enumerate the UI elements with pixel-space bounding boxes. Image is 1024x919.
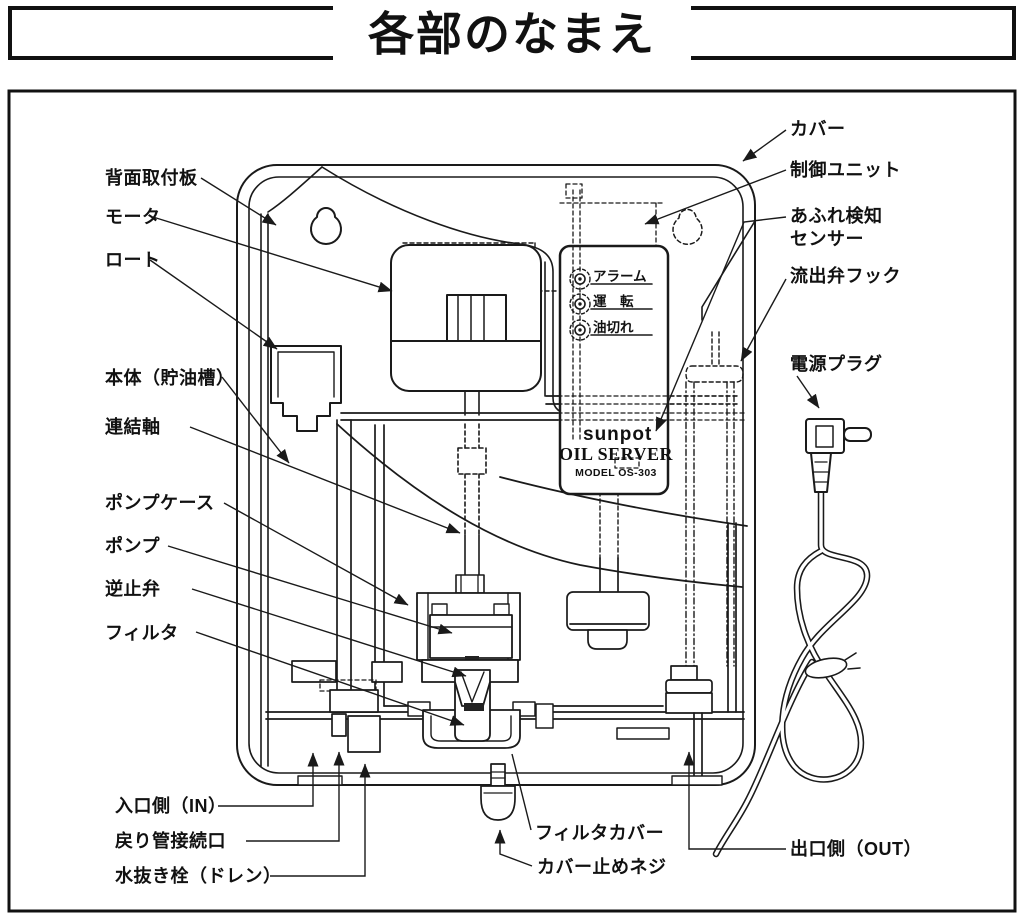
leader-check-valve [191,588,467,678]
panel-texts: アラーム 運 転 油切れ sunpot OIL SERVER MODEL OS-… [559,269,673,479]
leader-drain [270,763,371,877]
label-inlet: 入口側（IN） [115,795,227,816]
feet [297,775,723,786]
label-body: 本体（貯油槽） [105,367,235,388]
leader-outlet [683,751,786,850]
leader-control-unit [644,169,787,225]
power-plug [805,418,872,493]
tank-rim [340,395,741,421]
label-control-unit: 制御ユニット [790,159,901,180]
led-label-oil-out: 油切れ [593,319,634,335]
led-oil-out [569,319,591,341]
control-unit-dashed [559,183,663,469]
inlet-return-drain-fittings [291,660,403,753]
leader-motor [152,216,393,293]
label-filter: フィルタ [105,623,179,643]
led-label-alarm: アラーム [593,269,647,284]
control-panel [557,183,745,496]
leader-pump [167,545,453,635]
led-run [569,293,591,315]
pump-assembly [407,592,670,749]
float [566,477,650,650]
leader-outflow-hook [740,278,787,362]
outflow-valve-hook [685,331,744,667]
label-outflow-hook: 流出弁フック [790,265,901,286]
leader-overflow-sensor [655,216,787,432]
keyhole-mount-left [310,207,342,245]
leader-inlet [218,752,319,807]
cord-tie [804,652,861,679]
brand-logo: sunpot [583,424,652,445]
label-back-plate: 背面取付板 [105,167,198,188]
led-label-run: 運 転 [593,293,634,309]
label-cover-screw: カバー止めネジ [537,856,667,877]
keyhole-mount-right [672,208,703,245]
leader-lines [149,129,820,877]
leader-return-port [246,751,345,842]
leader-cover-screw [494,829,533,867]
leader-funnel [149,259,278,350]
power-cord [712,488,871,858]
leader-shaft [189,426,461,534]
label-overflow-sensor-1: あふれ検知 [790,205,883,226]
label-pump: ポンプ [105,535,160,556]
label-return-port: 戻り管接続口 [115,830,226,851]
label-funnel: ロート [105,250,161,270]
label-power-plug: 電源プラグ [790,353,883,374]
leader-body [221,376,290,464]
label-check-valve: 逆止弁 [105,578,161,599]
leader-filter [195,631,465,726]
label-outlet: 出口側（OUT） [790,838,922,859]
leader-filter-cover [511,753,532,831]
label-overflow-sensor-2: センサー [790,229,864,249]
diagram-frame [7,89,1017,913]
funnel [270,345,342,432]
connecting-shaft [455,423,487,594]
leader-pump-case [223,502,409,606]
label-motor: モータ [105,207,161,227]
page-title: 各部のなまえ [368,8,656,60]
cover-opening-edge [336,423,748,588]
label-filter-cover: フィルタカバー [535,823,664,843]
label-cover: カバー [790,119,846,139]
outlet-fitting [665,665,713,779]
leader-power-plug [796,375,820,409]
label-shaft: 連結軸 [105,416,161,437]
part-labels: 背面取付板 モータ ロート 本体（貯油槽） 連結軸 ポンプケース ポンプ 逆止弁… [105,119,922,886]
leader-cover [742,129,787,162]
title-banner: 各部のなまえ [8,0,1016,66]
led-alarm [569,268,591,290]
motor [390,244,542,416]
oil-server-drawing [236,164,872,858]
leader-back-plate [200,177,277,226]
product-name: OIL SERVER [559,444,673,464]
label-pump-case: ポンプケース [105,492,215,513]
label-drain: 水抜き栓（ドレン） [115,865,282,886]
model-number: MODEL OS-303 [575,467,657,479]
cover-screw [480,763,516,821]
